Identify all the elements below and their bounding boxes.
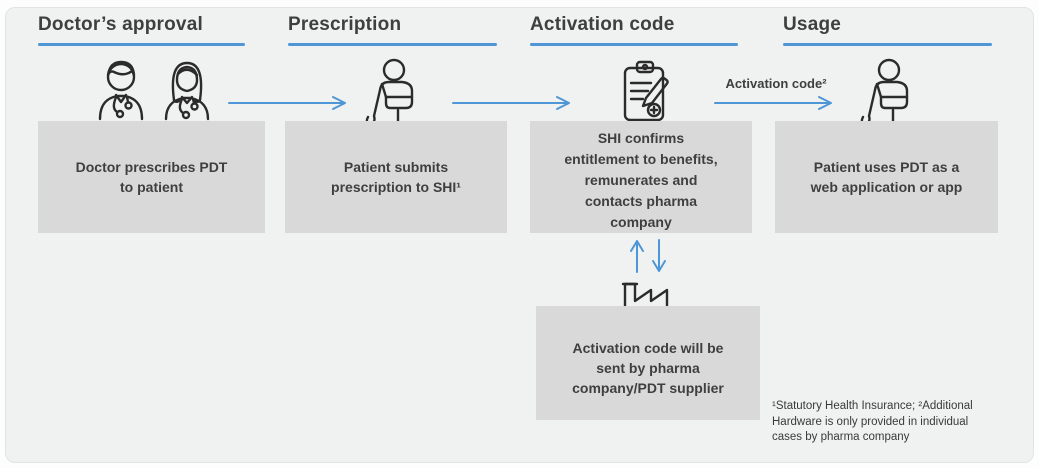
step-text-line: Activation code will be xyxy=(572,340,724,356)
stage-title-doctors-approval: Doctor’s approval xyxy=(38,14,203,35)
flow-arrow-right-icon xyxy=(452,96,570,110)
step-box-patient-submits: Patient submits prescription to SHI¹ xyxy=(285,121,507,233)
title-underline xyxy=(783,43,992,46)
male-doctor-icon xyxy=(98,60,144,121)
doctors-icon xyxy=(98,60,210,121)
stage-title-prescription: Prescription xyxy=(288,14,402,35)
step-box-patient-uses-pdt: Patient uses PDT as a web application or… xyxy=(775,121,998,233)
step-box-activation-code-sent: Activation code will be sent by pharma c… xyxy=(536,306,760,420)
stage-title-usage: Usage xyxy=(783,14,842,35)
step-text-line: company xyxy=(610,214,672,230)
flow-arrow-right-icon xyxy=(228,96,346,110)
step-text-line: Doctor prescribes PDT xyxy=(75,159,228,175)
step-text-line: entitlement to benefits, xyxy=(564,151,718,167)
step-box-doctor-prescribes: Doctor prescribes PDT to patient xyxy=(38,121,265,233)
arrow-down-icon xyxy=(652,239,666,272)
activation-code-arrow-label: Activation code² xyxy=(725,76,827,91)
step-text-line: SHI confirms xyxy=(597,130,685,146)
flow-arrow-right-icon xyxy=(714,96,832,110)
footnote-line: Hardware is only provided in individual xyxy=(772,415,969,428)
stage-title-activation-code: Activation code xyxy=(530,14,675,35)
arrow-up-icon xyxy=(630,240,644,273)
step-text-line: company/PDT supplier xyxy=(572,380,724,396)
step-text-line: web application or app xyxy=(810,179,963,195)
female-doctor-icon xyxy=(164,61,210,121)
footnote-line: ¹Statutory Health Insurance; ²Additional xyxy=(772,400,973,412)
title-underline xyxy=(530,43,738,46)
step-text-line: remunerates and xyxy=(584,172,698,188)
footnote: ¹Statutory Health Insurance; ²Additional… xyxy=(772,399,1034,446)
step-text-line: Patient submits xyxy=(343,159,449,175)
step-text-line: prescription to SHI¹ xyxy=(331,179,461,195)
patient-arm-sling-icon xyxy=(860,58,909,125)
title-underline xyxy=(38,43,245,46)
title-underline xyxy=(288,43,497,46)
step-text-line: sent by pharma xyxy=(596,360,700,376)
footnote-line: cases by pharma company xyxy=(772,431,910,443)
patient-arm-sling-icon xyxy=(365,58,414,125)
clipboard-pencil-icon xyxy=(623,60,669,122)
step-box-shi-confirms: SHI confirms entitlement to benefits, re… xyxy=(530,121,752,233)
step-text-line: to patient xyxy=(120,179,183,195)
step-text-line: contacts pharma xyxy=(584,193,698,209)
step-text-line: Patient uses PDT as a xyxy=(813,159,960,175)
